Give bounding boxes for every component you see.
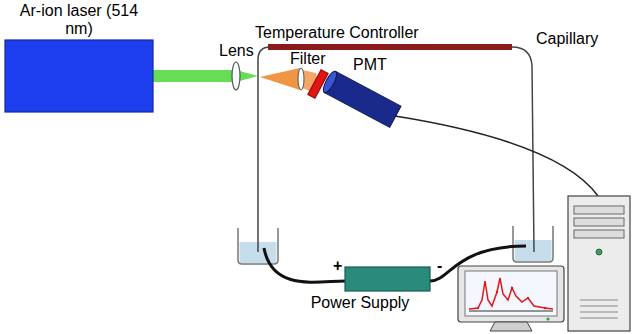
node-text: PMT <box>353 56 387 74</box>
trace-point <box>511 287 513 289</box>
trace-point <box>477 307 479 309</box>
vent-line <box>580 300 618 301</box>
monitor-frame <box>458 266 564 322</box>
trace-point <box>544 307 546 309</box>
pmt-unit: PMT <box>325 56 405 132</box>
connector-layer <box>153 76 219 77</box>
trace-point <box>496 291 498 293</box>
temperature-controller: Temperature Controller <box>252 22 516 52</box>
node-outline <box>290 264 435 320</box>
chart-axis <box>469 311 553 312</box>
laser-unit: Ar-ion laser (514 nm) <box>5 2 153 112</box>
drive-bay <box>574 218 624 226</box>
node-text: Lens <box>219 42 254 60</box>
pmt-window <box>321 70 339 95</box>
polarity-sign: - <box>437 257 442 275</box>
vent-line <box>580 306 618 307</box>
monitor-screen <box>465 271 557 316</box>
capillary-label: Capillary <box>536 30 598 48</box>
monitor-stand <box>490 322 532 331</box>
vent-line <box>580 318 618 319</box>
laser-beam <box>153 70 219 82</box>
fluorescence-cone <box>260 68 300 90</box>
buffer-vial <box>513 226 553 262</box>
laser-body <box>5 40 153 112</box>
trace-point <box>527 297 529 299</box>
node-text: Ar-ion laser (514 nm) <box>14 2 144 38</box>
lens-unit: Lens <box>219 42 256 92</box>
collection-lens <box>298 68 304 90</box>
signal-cable <box>395 116 598 196</box>
temperature-bar <box>268 44 512 50</box>
computer-tower <box>568 196 630 331</box>
power-led <box>546 317 549 320</box>
drive-bay <box>574 206 624 214</box>
vent-line <box>580 312 618 313</box>
power-supply: Power Supply <box>290 264 435 320</box>
node-text: Filter <box>290 50 326 68</box>
trace-points <box>477 287 546 309</box>
node-text: Temperature Controller <box>255 24 419 42</box>
tower-vents <box>580 300 618 318</box>
lens-shape <box>232 62 240 90</box>
polarity-sign: + <box>333 257 342 275</box>
capillary-tube <box>258 47 534 252</box>
electrode-wire <box>264 248 345 282</box>
power-supply-box <box>345 267 430 291</box>
pmt-body <box>321 70 401 128</box>
buffer-liquid <box>515 240 552 261</box>
node-text: Power Supply <box>295 294 425 312</box>
power-button <box>596 249 602 255</box>
drive-bay <box>574 230 624 238</box>
electropherogram-trace <box>469 278 553 309</box>
